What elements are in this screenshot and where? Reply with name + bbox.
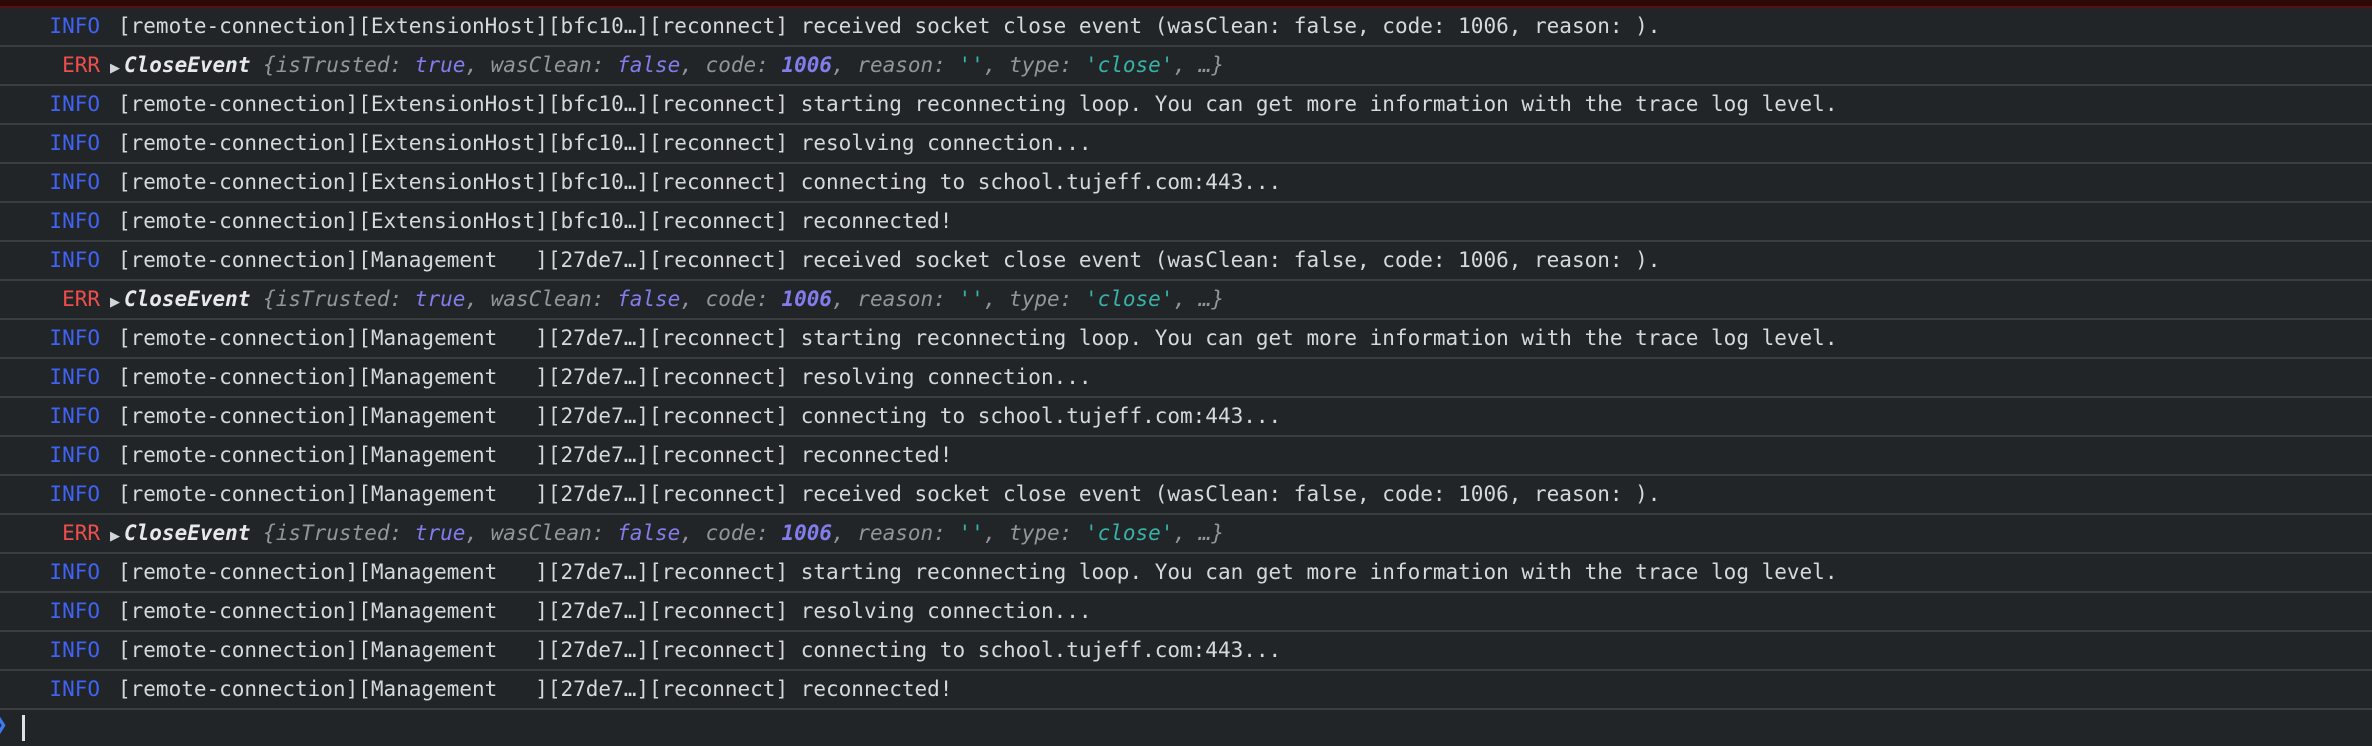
- expand-arrow-icon[interactable]: ▶: [110, 529, 120, 544]
- object-preview-segment: '': [958, 521, 984, 545]
- log-message: [remote-connection][Management ][27de7…]…: [118, 599, 1092, 623]
- object-preview-segment: '': [958, 287, 984, 311]
- log-message: [remote-connection][Management ][27de7…]…: [118, 248, 1661, 272]
- object-preview-segment: {isTrusted:: [263, 287, 415, 311]
- log-level-badge: INFO: [49, 443, 100, 467]
- object-preview-segment: , code:: [680, 287, 782, 311]
- object-preview-segment: 'close': [1084, 521, 1174, 545]
- object-preview-segment: '': [958, 53, 984, 77]
- log-message: [remote-connection][Management ][27de7…]…: [118, 560, 1838, 584]
- object-preview[interactable]: CloseEvent {isTrusted: true, wasClean: f…: [124, 53, 1224, 77]
- log-level-badge: INFO: [49, 209, 100, 233]
- console-rows: INFO [remote-connection][ExtensionHost][b…: [0, 8, 2372, 710]
- object-preview-segment: 1006: [781, 521, 833, 545]
- log-message: [remote-connection][Management ][27de7…]…: [118, 443, 953, 467]
- object-preview-segment: false: [617, 53, 681, 77]
- object-preview-segment: 'close': [1084, 53, 1174, 77]
- console-log-row: INFO [remote-connection][Management ][27d…: [0, 320, 2372, 359]
- console-log-row: INFO [remote-connection][ExtensionHost][b…: [0, 125, 2372, 164]
- log-message: [remote-connection][Management ][27de7…]…: [118, 326, 1838, 350]
- log-level-badge: INFO: [49, 92, 100, 116]
- log-message: [remote-connection][ExtensionHost][bfc10…: [118, 131, 1092, 155]
- log-message: [remote-connection][Management ][27de7…]…: [118, 677, 953, 701]
- console-log-row: ERR ▶ CloseEvent {isTrusted: true, wasClea…: [0, 281, 2372, 320]
- object-preview-segment: , reason:: [832, 53, 959, 77]
- log-level-badge: INFO: [49, 560, 100, 584]
- object-preview[interactable]: CloseEvent {isTrusted: true, wasClean: f…: [124, 287, 1224, 311]
- console-log-row: INFO [remote-connection][ExtensionHost][b…: [0, 164, 2372, 203]
- console-log-row: INFO [remote-connection][ExtensionHost][b…: [0, 8, 2372, 47]
- log-level-badge: INFO: [49, 599, 100, 623]
- object-preview-segment: true: [414, 53, 466, 77]
- console-log-row: INFO [remote-connection][Management ][27d…: [0, 671, 2372, 710]
- console-log-row: INFO [remote-connection][Management ][27d…: [0, 242, 2372, 281]
- console-log-row: ERR ▶ CloseEvent {isTrusted: true, wasClea…: [0, 515, 2372, 554]
- object-preview-segment: , …}: [1173, 53, 1225, 77]
- log-level-badge: INFO: [49, 170, 100, 194]
- log-level-badge: INFO: [49, 365, 100, 389]
- object-preview-segment: , reason:: [832, 287, 959, 311]
- console-log-row: INFO [remote-connection][ExtensionHost][b…: [0, 86, 2372, 125]
- object-preview-segment: , reason:: [832, 521, 959, 545]
- object-preview-segment: 'close': [1084, 287, 1174, 311]
- object-preview[interactable]: CloseEvent {isTrusted: true, wasClean: f…: [124, 521, 1224, 545]
- object-preview-segment: , wasClean:: [465, 53, 618, 77]
- object-preview-segment: CloseEvent: [124, 287, 264, 311]
- object-preview-segment: 1006: [781, 53, 833, 77]
- console-log-row: INFO [remote-connection][Management ][27d…: [0, 476, 2372, 515]
- object-preview-segment: {isTrusted:: [263, 53, 415, 77]
- clipped-error-row: [0, 0, 2372, 8]
- log-message: [remote-connection][Management ][27de7…]…: [118, 638, 1282, 662]
- log-level-badge: INFO: [49, 131, 100, 155]
- log-message: [remote-connection][Management ][27de7…]…: [118, 365, 1092, 389]
- object-preview-segment: true: [414, 521, 466, 545]
- log-message: [remote-connection][Management ][27de7…]…: [118, 404, 1282, 428]
- log-message: [remote-connection][ExtensionHost][bfc10…: [118, 14, 1661, 38]
- expand-arrow-icon[interactable]: ▶: [110, 61, 120, 76]
- log-level-badge: ERR: [62, 521, 100, 545]
- log-level-badge: INFO: [49, 248, 100, 272]
- log-message: [remote-connection][ExtensionHost][bfc10…: [118, 92, 1838, 116]
- log-message: [remote-connection][ExtensionHost][bfc10…: [118, 170, 1282, 194]
- console-log-row: INFO [remote-connection][ExtensionHost][b…: [0, 203, 2372, 242]
- object-preview-segment: , type:: [983, 287, 1085, 311]
- console-log-row: INFO [remote-connection][Management ][27d…: [0, 593, 2372, 632]
- object-preview-segment: CloseEvent: [124, 521, 264, 545]
- console-log-row: INFO [remote-connection][Management ][27d…: [0, 437, 2372, 476]
- expand-arrow-icon[interactable]: ▶: [110, 295, 120, 310]
- object-preview-segment: , type:: [983, 53, 1085, 77]
- object-preview-segment: 1006: [781, 287, 833, 311]
- text-cursor: [22, 715, 25, 741]
- log-level-badge: INFO: [49, 404, 100, 428]
- object-preview-segment: CloseEvent: [124, 53, 264, 77]
- object-preview-segment: , wasClean:: [465, 287, 618, 311]
- object-preview-segment: , …}: [1173, 521, 1225, 545]
- log-level-badge: ERR: [62, 287, 100, 311]
- console-log-row: INFO [remote-connection][Management ][27d…: [0, 632, 2372, 671]
- object-preview-segment: false: [617, 521, 681, 545]
- log-message: [remote-connection][Management ][27de7…]…: [118, 482, 1661, 506]
- log-level-badge: INFO: [49, 677, 100, 701]
- object-preview-segment: true: [414, 287, 466, 311]
- log-level-badge: ERR: [62, 53, 100, 77]
- object-preview-segment: , code:: [680, 53, 782, 77]
- console-prompt[interactable]: ❯: [0, 710, 2372, 746]
- log-message: [remote-connection][ExtensionHost][bfc10…: [118, 209, 953, 233]
- object-preview-segment: , code:: [680, 521, 782, 545]
- object-preview-segment: {isTrusted:: [263, 521, 415, 545]
- object-preview-segment: , type:: [983, 521, 1085, 545]
- object-preview-segment: false: [617, 287, 681, 311]
- console-log-row: ERR ▶ CloseEvent {isTrusted: true, wasClea…: [0, 47, 2372, 86]
- object-preview-segment: , …}: [1173, 287, 1225, 311]
- log-level-badge: INFO: [49, 482, 100, 506]
- prompt-chevron-icon: ❯: [0, 714, 8, 735]
- console-log-row: INFO [remote-connection][Management ][27d…: [0, 359, 2372, 398]
- object-preview-segment: , wasClean:: [465, 521, 618, 545]
- console-log-row: INFO [remote-connection][Management ][27d…: [0, 398, 2372, 437]
- log-level-badge: INFO: [49, 14, 100, 38]
- console-log-row: INFO [remote-connection][Management ][27d…: [0, 554, 2372, 593]
- log-level-badge: INFO: [49, 326, 100, 350]
- log-level-badge: INFO: [49, 638, 100, 662]
